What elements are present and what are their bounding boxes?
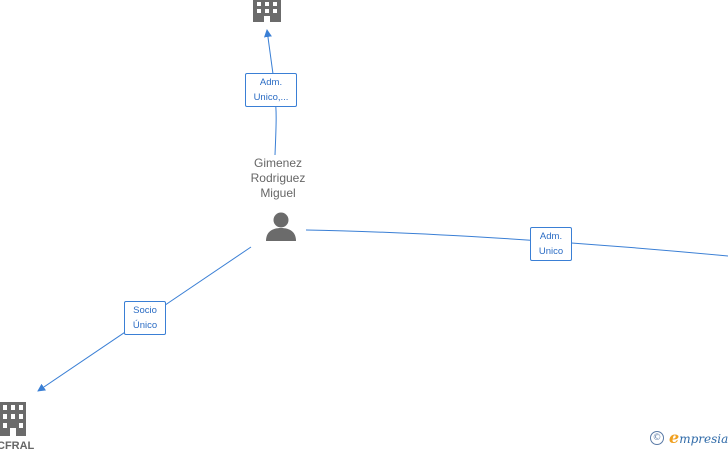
edge-label-line: Socio: [133, 305, 157, 316]
edge-label-line: Único: [132, 320, 158, 331]
edge-label-line: Unico: [538, 246, 564, 257]
company-name-label[interactable]: CFRAL: [0, 440, 35, 452]
empresia-watermark: © empresia: [650, 428, 728, 448]
person-icon[interactable]: [266, 212, 296, 242]
person-name-line: Miguel: [260, 186, 296, 200]
edge-label-line: Adm.: [259, 77, 283, 88]
edge-line-to-right: [305, 229, 728, 257]
empresia-logo: empresia: [669, 428, 728, 447]
person-name-line: Rodriguez: [250, 171, 306, 185]
person-name[interactable]: Gimenez Rodriguez Miguel: [238, 156, 318, 201]
copyright-icon: ©: [650, 430, 664, 445]
edge-label-to-top[interactable]: Adm. Unico,...: [245, 73, 297, 107]
edge-label-line: Adm.: [539, 231, 563, 242]
person-name-line: Gimenez: [253, 156, 303, 170]
building-icon[interactable]: [253, 0, 281, 22]
edge-label-to-right[interactable]: Adm. Unico: [530, 227, 572, 261]
building-icon[interactable]: [0, 402, 26, 436]
edge-label-to-bottom-left[interactable]: Socio Único: [124, 301, 166, 335]
edge-label-line: Unico,...: [253, 92, 289, 103]
